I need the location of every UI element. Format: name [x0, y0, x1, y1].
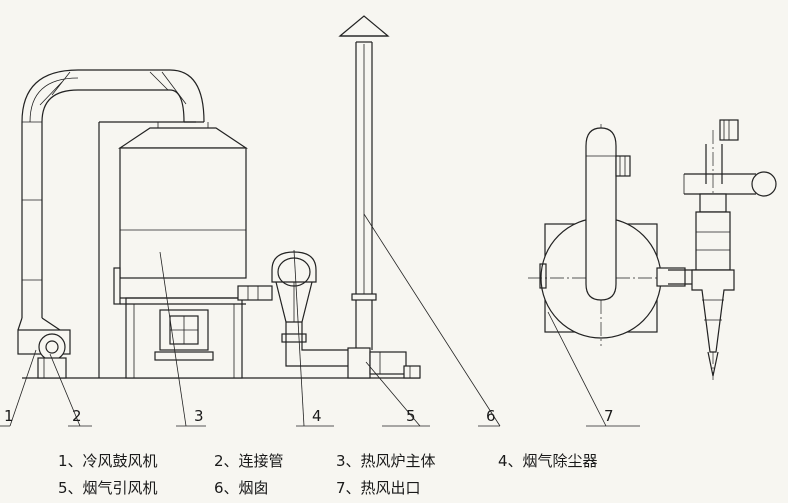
front-view [17, 15, 421, 379]
callout-6: 6 [486, 407, 496, 425]
callout-4: 4 [312, 407, 322, 425]
leader-6 [363, 213, 501, 427]
smoke-induced-fan [347, 347, 421, 379]
leader-1 [9, 349, 37, 427]
leader-5 [365, 361, 421, 427]
legend-item-1: 1、冷风鼓风机 [58, 452, 158, 470]
leader-3 [159, 251, 187, 427]
leader-7 [547, 311, 607, 427]
callout-5: 5 [406, 407, 416, 425]
callout-numbers: 1 2 3 4 5 6 7 [4, 407, 614, 425]
legend: 1、冷风鼓风机 2、连接管 3、热风炉主体 4、烟气除尘器 5、烟气引风机 6、… [58, 452, 598, 497]
smoke-dust-remover [237, 251, 350, 367]
chimney [338, 15, 390, 350]
leader-lines [0, 213, 640, 427]
cyclone-view [668, 119, 777, 380]
legend-item-2: 2、连接管 [214, 452, 284, 470]
callout-7: 7 [604, 407, 614, 425]
cold-air-duct [17, 69, 205, 331]
side-view [528, 124, 686, 346]
callout-2: 2 [72, 407, 82, 425]
legend-item-4: 4、烟气除尘器 [498, 452, 598, 470]
callout-1: 1 [4, 407, 14, 425]
leader-2 [49, 353, 81, 427]
callout-3: 3 [194, 407, 204, 425]
legend-item-5: 5、烟气引风机 [58, 479, 158, 497]
cold-air-blower [17, 329, 71, 379]
legend-item-7: 7、热风出口 [336, 479, 421, 497]
leader-4 [293, 249, 305, 427]
furnace-body [98, 121, 248, 379]
legend-item-3: 3、热风炉主体 [336, 452, 436, 470]
legend-item-6: 6、烟囱 [214, 479, 269, 497]
